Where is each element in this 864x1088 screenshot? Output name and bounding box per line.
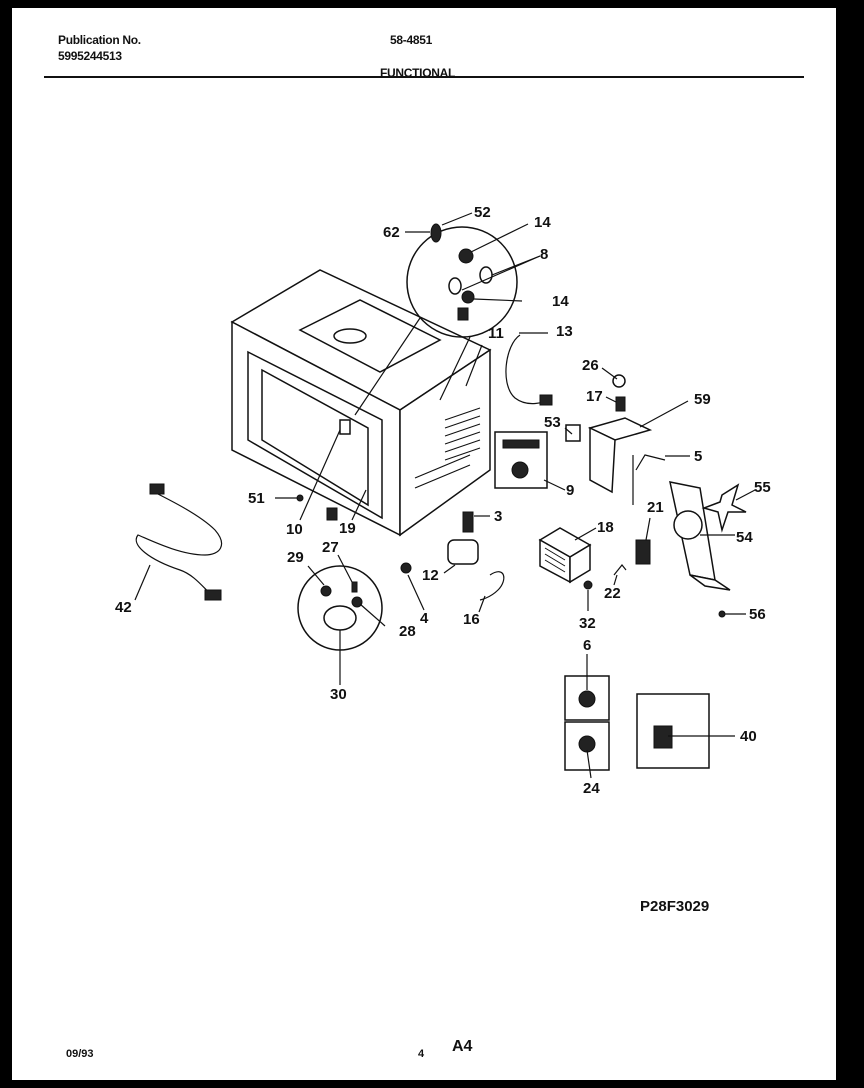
callout-42: 42 [115, 599, 132, 616]
screw-32 [583, 580, 593, 590]
footer-date: 09/93 [66, 1048, 94, 1060]
callout-19: 19 [339, 520, 356, 537]
callout-5: 5 [694, 448, 702, 465]
callout-40: 40 [740, 728, 757, 745]
capacitor [447, 511, 479, 565]
power-cord [505, 334, 549, 405]
callout-14-bottom: 14 [552, 293, 569, 310]
lamp-socket [615, 396, 626, 412]
oven-cabinet [230, 269, 492, 537]
detail-circle-top [406, 226, 518, 338]
stirrer-parts [430, 223, 493, 321]
thermal-cutout [565, 424, 581, 442]
callout-18: 18 [597, 519, 614, 536]
callout-12: 12 [422, 567, 439, 584]
callout-24: 24 [583, 780, 600, 797]
publication-label: Publication No. [58, 33, 141, 47]
callout-52: 52 [474, 204, 491, 221]
callout-11: 11 [488, 325, 504, 342]
callout-9: 9 [566, 482, 574, 499]
screw-56 [718, 610, 726, 618]
footer-page: 4 [418, 1048, 425, 1060]
callout-54: 54 [736, 529, 753, 546]
callout-56: 56 [749, 606, 766, 623]
leader-lines [134, 212, 756, 779]
turntable-motor [320, 581, 363, 631]
callout-13: 13 [556, 323, 573, 340]
callout-17: 17 [586, 388, 603, 405]
callout-28: 28 [399, 623, 416, 640]
callout-53: 53 [544, 414, 561, 431]
grommet-4 [400, 562, 412, 574]
callout-4: 4 [420, 610, 429, 627]
transformer [538, 527, 592, 584]
callout-3: 3 [494, 508, 502, 525]
part-box-40 [636, 693, 710, 769]
magnetron [494, 431, 548, 489]
heating-element [135, 489, 223, 599]
callout-59: 59 [694, 391, 711, 408]
callout-32: 32 [579, 615, 596, 632]
callout-10: 10 [286, 521, 303, 538]
figure-code: P28F3029 [640, 898, 710, 915]
switch [635, 539, 651, 565]
callout-16: 16 [463, 611, 480, 628]
callout-6: 6 [583, 637, 591, 654]
callout-22: 22 [604, 585, 621, 602]
callout-labels: 62 52 14 8 14 13 11 26 17 59 53 5 9 55 2… [115, 204, 771, 797]
callout-55: 55 [754, 479, 771, 496]
diode [479, 571, 505, 601]
callout-27: 27 [322, 539, 339, 556]
callout-21: 21 [647, 499, 664, 516]
latch-10 [326, 507, 338, 521]
callout-14-top: 14 [534, 214, 551, 231]
callout-8: 8 [540, 246, 548, 263]
callout-30: 30 [330, 686, 347, 703]
header-rule [44, 76, 804, 78]
callout-62: 62 [383, 224, 400, 241]
callout-51: 51 [248, 490, 265, 507]
callout-29: 29 [287, 549, 304, 566]
callout-26: 26 [582, 357, 599, 374]
fan-assembly [635, 481, 747, 591]
footer-sheet: A4 [452, 1038, 473, 1055]
wire-22 [613, 564, 627, 576]
publication-number: 5995244513 [58, 49, 122, 63]
model-number: 58-4851 [390, 33, 432, 47]
